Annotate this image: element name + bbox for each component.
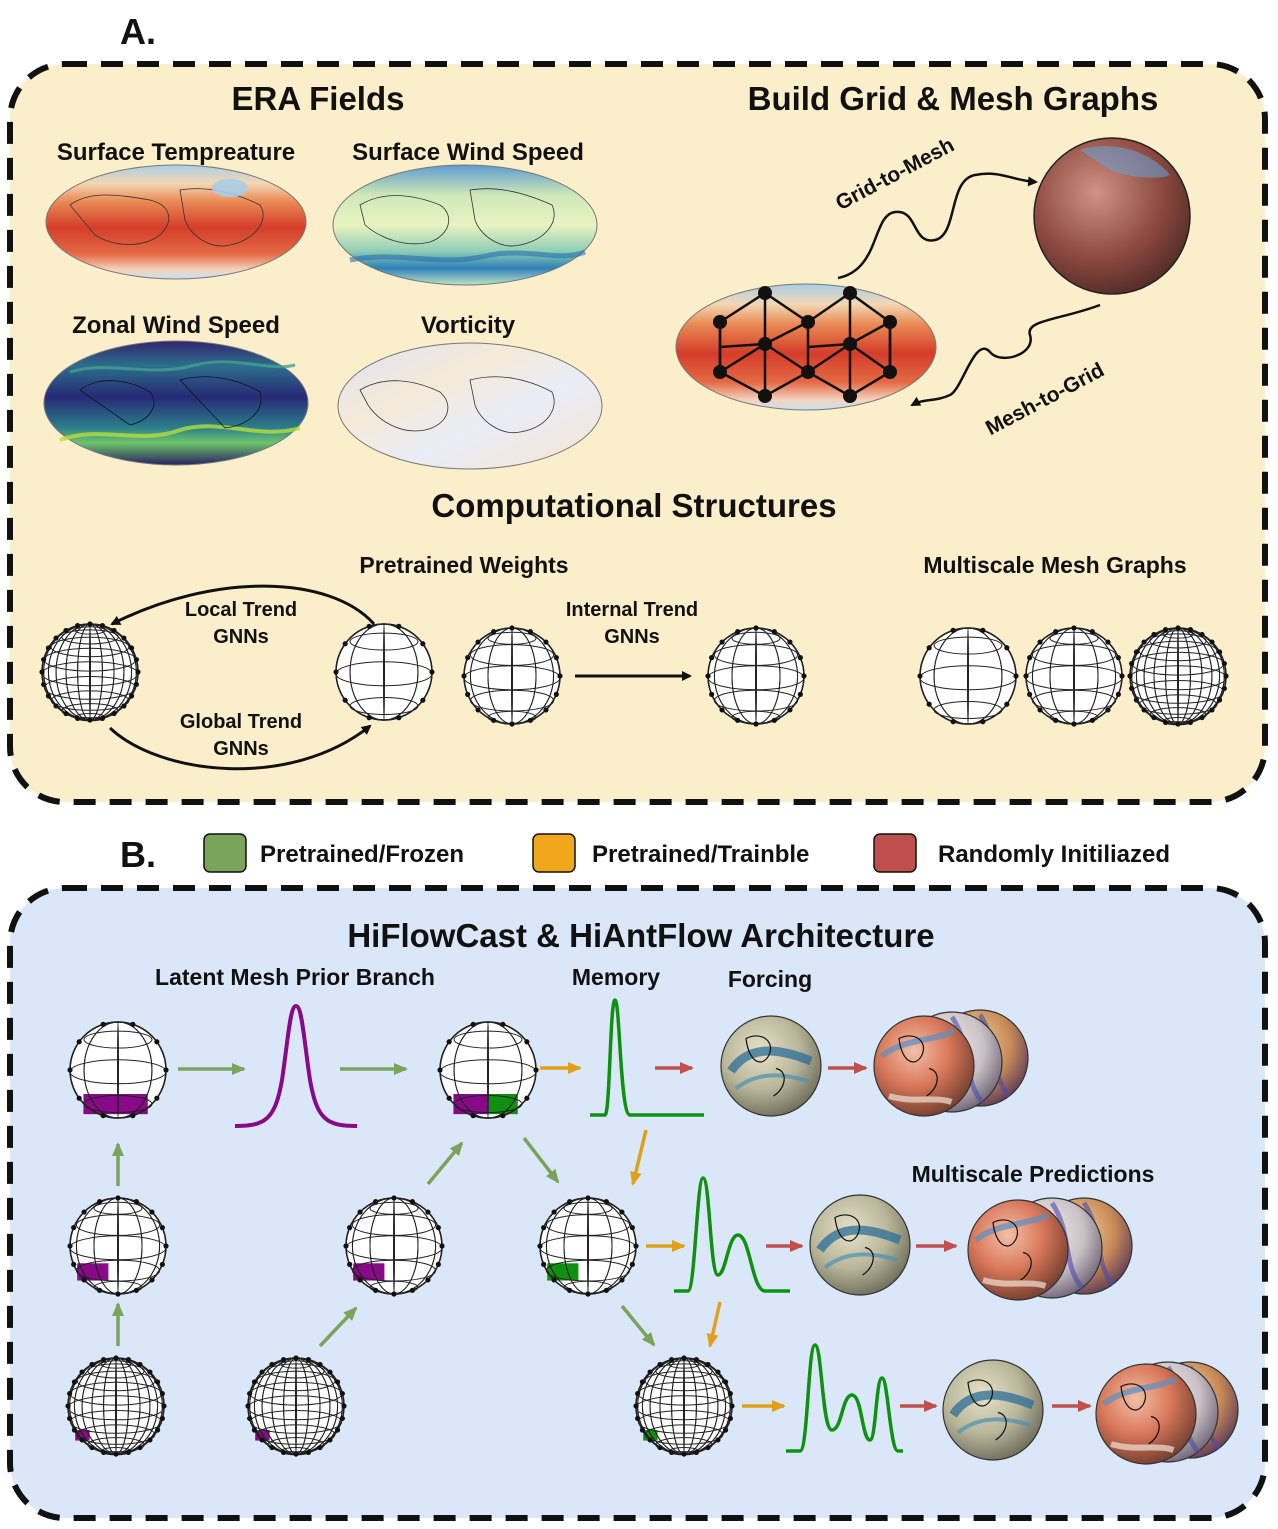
map-label: Vorticity	[421, 312, 516, 339]
panel-a-letter: A.	[120, 11, 156, 52]
memory-label: Memory	[572, 964, 660, 990]
era-fields-title: ERA Fields	[232, 80, 405, 117]
random-arrows	[655, 1062, 1092, 1412]
map-surface-wind-speed: Surface Wind Speed	[332, 139, 598, 286]
mesh-sphere-medium-target	[705, 625, 807, 727]
global-trend-label: Global Trend	[180, 711, 302, 733]
forcing-globe-coarse	[720, 1015, 822, 1117]
main-mesh-fine	[633, 1355, 735, 1457]
map-zonal-wind-speed: Zonal Wind Speed	[43, 312, 309, 466]
forcing-globe-fine	[942, 1359, 1044, 1461]
mesh-sphere-fine	[39, 621, 141, 723]
architecture-title: HiFlowCast & HiAntFlow Architecture	[347, 917, 934, 954]
main-mesh-coarse	[437, 1021, 539, 1119]
patch-green	[488, 1094, 518, 1115]
legend-swatch-trainable	[532, 833, 576, 873]
latent-gaussian-curve	[234, 1003, 358, 1128]
computational-structures-title: Computational Structures	[431, 487, 836, 524]
mesh-sphere-coarse	[333, 623, 435, 721]
map-label: Surface Wind Speed	[352, 139, 584, 166]
local-trend-label-2: GNNs	[213, 626, 269, 648]
patch	[77, 1263, 109, 1281]
pretrained-weights-title: Pretrained Weights	[359, 552, 568, 578]
memory-curve-1	[590, 998, 704, 1117]
panel-a-box	[7, 61, 1268, 805]
latent-mesh-coarse	[67, 1021, 169, 1119]
map-label: Surface Tempreature	[57, 139, 295, 166]
legend-label-frozen: Pretrained/Frozen	[260, 841, 464, 868]
patch	[83, 1094, 148, 1115]
memory-curve-3	[786, 1343, 903, 1453]
patch	[255, 1430, 270, 1441]
multiscale-mesh-fine	[1127, 625, 1229, 727]
trainable-arrows	[540, 1062, 786, 1412]
multiscale-mesh-medium	[1023, 625, 1125, 727]
local-trend-arrow: Local Trend GNNs	[110, 584, 376, 648]
pretrained-mesh-fine	[245, 1355, 347, 1457]
legend-label-trainable: Pretrained/Trainble	[592, 841, 809, 868]
map-surface-temperature: Surface Tempreature	[45, 139, 307, 280]
prediction-globe-medium	[967, 1199, 1069, 1301]
internal-trend-label-2: GNNs	[604, 626, 660, 648]
legend-swatch-frozen	[203, 833, 247, 873]
mesh-sphere-medium	[461, 625, 563, 727]
mesh-sphere-red	[1033, 137, 1191, 295]
forcing-globe-medium	[809, 1194, 911, 1296]
grid-map-with-mesh	[675, 283, 937, 411]
legend-swatch-random	[873, 833, 917, 873]
global-trend-arrow: Global Trend GNNs	[108, 711, 372, 771]
patch	[643, 1430, 658, 1441]
multiscale-predictions-label: Multiscale Predictions	[912, 1161, 1155, 1187]
local-trend-label: Local Trend	[185, 599, 297, 621]
panel-b-letter: B.	[120, 834, 156, 875]
global-trend-label-2: GNNs	[213, 738, 269, 760]
pretrained-mesh-medium	[343, 1195, 445, 1297]
patch	[75, 1430, 90, 1441]
map-label: Zonal Wind Speed	[72, 312, 280, 339]
multiscale-mesh-graphs-title: Multiscale Mesh Graphs	[923, 552, 1186, 578]
legend-label-random: Randomly Initiliazed	[938, 841, 1170, 868]
prediction-globe-coarse	[873, 1015, 975, 1117]
multiscale-mesh-coarse	[917, 627, 1019, 725]
forcing-label: Forcing	[728, 966, 812, 992]
build-graphs-title: Build Grid & Mesh Graphs	[748, 80, 1159, 117]
latent-branch-label: Latent Mesh Prior Branch	[155, 964, 435, 990]
internal-trend-arrow: Internal Trend GNNs	[566, 599, 698, 681]
latent-mesh-fine	[65, 1355, 167, 1457]
patch	[547, 1263, 579, 1281]
main-mesh-medium	[537, 1195, 639, 1297]
patch	[353, 1263, 385, 1281]
prediction-globe-fine	[1095, 1363, 1197, 1465]
latent-mesh-medium	[67, 1195, 169, 1297]
legend: Pretrained/Frozen Pretrained/Trainble Ra…	[203, 833, 1170, 873]
memory-curve-2	[674, 1176, 790, 1293]
frozen-arrows	[112, 1063, 656, 1348]
internal-trend-label: Internal Trend	[566, 599, 698, 621]
map-vorticity: Vorticity	[337, 312, 603, 470]
